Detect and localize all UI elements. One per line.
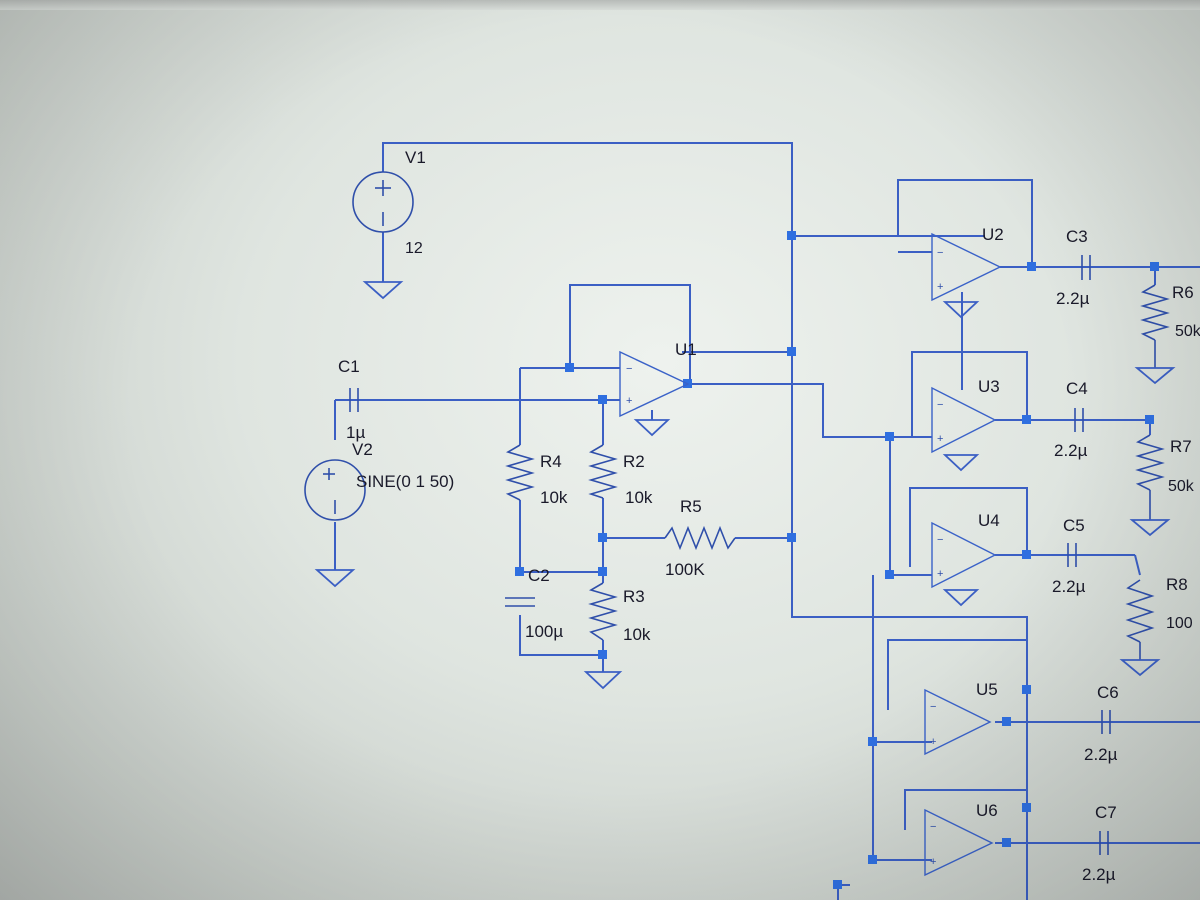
window-top-edge [0, 0, 1200, 10]
c3-value-label: 2.2µ [1056, 289, 1090, 308]
capacitor-c1[interactable]: C1 1µ [338, 357, 365, 442]
u3-minus-pin: − [937, 399, 943, 411]
resistor-r6[interactable]: R6 50k [1140, 283, 1200, 368]
opamp-u1[interactable]: − + U1 [619, 340, 697, 418]
u4-minus-pin: − [937, 534, 943, 546]
c7-name-label: C7 [1095, 803, 1117, 822]
u2-minus-pin: − [937, 247, 943, 259]
r7-value-label: 50k [1168, 478, 1195, 495]
resistor-r2[interactable]: R2 10k [588, 444, 653, 507]
ground-icon [942, 301, 980, 319]
u4-plus-pin: + [937, 568, 943, 580]
v2-name-label: V2 [352, 440, 373, 459]
v1-name-label: V1 [405, 148, 426, 167]
opamp-u4[interactable]: − + U4 [931, 511, 1000, 589]
capacitor-c5[interactable]: C5 2.2µ [1052, 516, 1086, 596]
c5-name-label: C5 [1063, 516, 1085, 535]
capacitor-c2[interactable]: C2 100µ [505, 566, 563, 641]
r6-name-label: R6 [1172, 283, 1194, 302]
c6-name-label: C6 [1097, 683, 1119, 702]
u5-minus-pin: − [930, 701, 936, 713]
u6-plus-pin: + [930, 856, 936, 868]
u1-name-label: U1 [675, 340, 697, 359]
ground-icon [1119, 659, 1161, 677]
r2-value-label: 10k [625, 488, 653, 507]
ground-symbols [314, 281, 1176, 690]
ground-icon [633, 419, 671, 437]
r4-value-label: 10k [540, 488, 568, 507]
u1-minus-pin: − [626, 363, 632, 375]
resistor-r5[interactable]: R5 100K [664, 497, 736, 579]
u6-name-label: U6 [976, 801, 998, 820]
r3-value-label: 10k [623, 625, 651, 644]
c4-name-label: C4 [1066, 379, 1088, 398]
u3-plus-pin: + [937, 433, 943, 445]
capacitor-c4[interactable]: C4 2.2µ [1054, 379, 1088, 460]
r4-name-label: R4 [540, 452, 562, 471]
capacitor-c3[interactable]: C3 2.2µ [1056, 227, 1091, 308]
resistor-r8[interactable]: R8 100 [1125, 575, 1193, 660]
opamp-u6[interactable]: − + U6 [924, 801, 998, 877]
voltage-source-v1[interactable]: V1 12 [352, 148, 426, 257]
opamp-u3[interactable]: − + U3 [931, 377, 1000, 454]
c1-value-label: 1µ [346, 423, 365, 442]
c2-value-label: 100µ [525, 622, 563, 641]
c5-value-label: 2.2µ [1052, 577, 1086, 596]
v2-value-label: SINE(0 1 50) [356, 472, 454, 491]
r6-value-label: 50k [1175, 323, 1200, 340]
r3-name-label: R3 [623, 587, 645, 606]
u1-plus-pin: + [626, 395, 632, 407]
u5-plus-pin: + [930, 736, 936, 748]
c4-value-label: 2.2µ [1054, 441, 1088, 460]
c6-value-label: 2.2µ [1084, 745, 1118, 764]
u3-name-label: U3 [978, 377, 1000, 396]
c2-name-label: C2 [528, 566, 550, 585]
ground-icon [362, 281, 404, 300]
u5-name-label: U5 [976, 680, 998, 699]
v1-value-label: 12 [405, 240, 423, 257]
ground-icon [1129, 519, 1171, 537]
capacitor-c7[interactable]: C7 2.2µ [1082, 803, 1117, 884]
voltage-source-v2[interactable]: V2 SINE(0 1 50) [304, 440, 454, 521]
r5-name-label: R5 [680, 497, 702, 516]
r7-name-label: R7 [1170, 437, 1192, 456]
opamp-u2[interactable]: − + U2 [931, 225, 1004, 302]
junction-nodes [515, 231, 1159, 889]
ground-icon [942, 589, 980, 607]
c3-name-label: C3 [1066, 227, 1088, 246]
r5-value-label: 100K [665, 560, 705, 579]
u4-name-label: U4 [978, 511, 1000, 530]
u6-minus-pin: − [930, 821, 936, 833]
c1-name-label: C1 [338, 357, 360, 376]
r8-name-label: R8 [1166, 575, 1188, 594]
ground-icon [583, 671, 623, 690]
capacitor-c6[interactable]: C6 2.2µ [1084, 683, 1119, 764]
opamp-u5[interactable]: − + U5 [924, 680, 998, 756]
u2-name-label: U2 [982, 225, 1004, 244]
resistor-r3[interactable]: R3 10k [588, 582, 651, 644]
r2-name-label: R2 [623, 452, 645, 471]
ground-icon [1134, 367, 1176, 385]
ground-icon [314, 569, 356, 588]
ground-icon [942, 454, 980, 472]
u2-plus-pin: + [937, 281, 943, 293]
resistor-r4[interactable]: R4 10k [505, 444, 568, 507]
r8-value-label: 100 [1166, 615, 1193, 632]
resistor-r7[interactable]: R7 50k [1135, 434, 1195, 520]
c7-value-label: 2.2µ [1082, 865, 1116, 884]
